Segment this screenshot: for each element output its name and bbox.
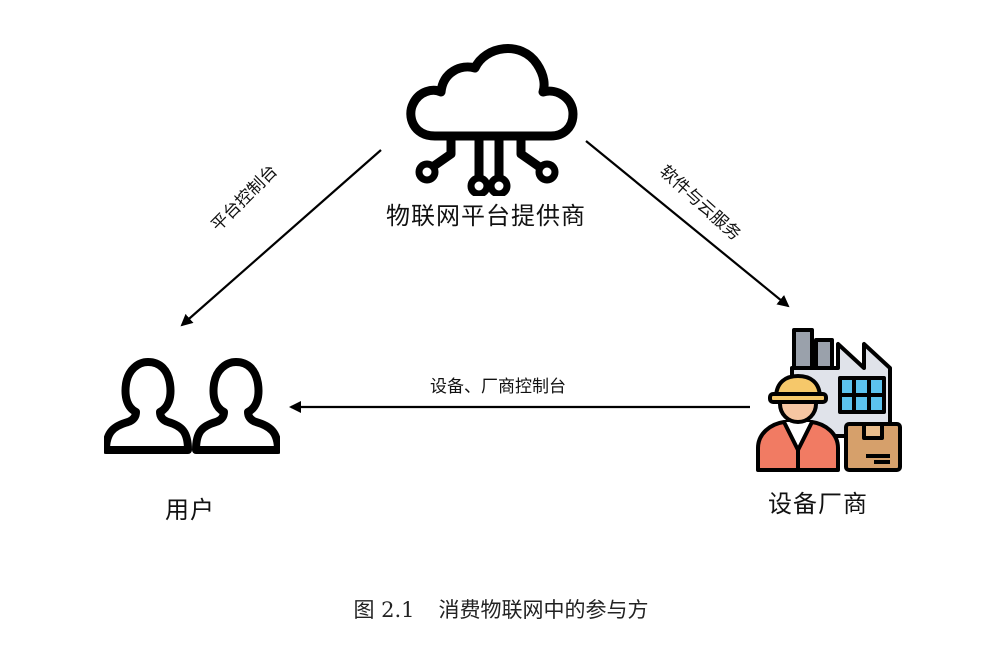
users-label: 用户 [165,496,215,524]
figure-caption: 图 2.1 消费物联网中的参与方 [0,594,1002,624]
cloud-network-icon [395,36,585,198]
manufacturer-label: 设备厂商 [768,490,868,518]
edge-label-device-vendor-console: 设备、厂商控制台 [430,377,566,397]
users-icon [102,356,282,456]
figure-number: 图 2.1 [353,598,415,622]
factory-worker-icon [754,324,904,474]
platform-label: 物联网平台提供商 [386,202,586,230]
figure-title: 消费物联网中的参与方 [438,598,649,622]
arrow-platform-to-manufacturer [585,140,790,308]
arrow-platform-to-users [180,149,382,327]
